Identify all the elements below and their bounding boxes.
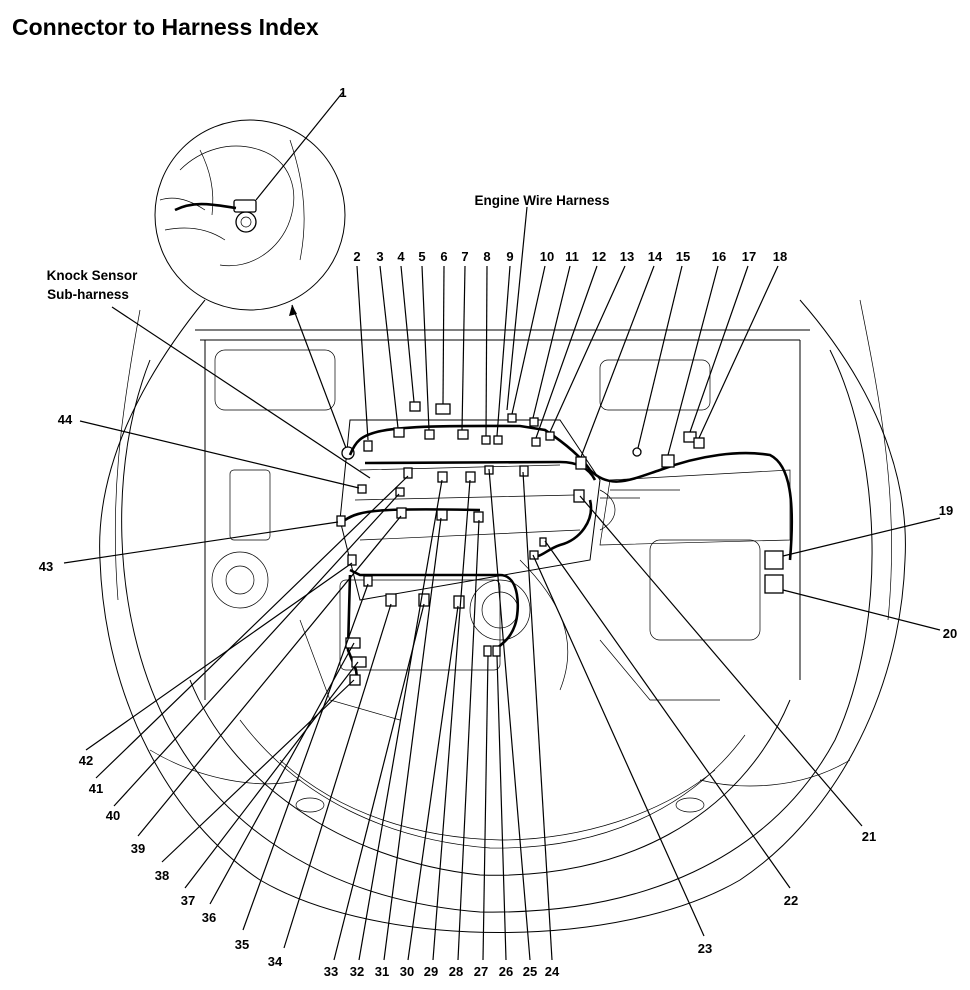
callout-4: 4 (397, 249, 405, 264)
callout-36: 36 (202, 910, 216, 925)
callout-37: 37 (181, 893, 195, 908)
callout-20: 20 (943, 626, 957, 641)
callout-1: 1 (339, 85, 346, 100)
callout-41: 41 (89, 781, 103, 796)
callout-10: 10 (540, 249, 554, 264)
zoom-leader (291, 304, 347, 449)
callout-35: 35 (235, 937, 249, 952)
knock-sensor-label-line2: Sub-harness (47, 287, 129, 302)
callout-27: 27 (474, 964, 488, 979)
detail-inset (154, 119, 346, 311)
callout-19: 19 (939, 503, 953, 518)
callout-16: 16 (712, 249, 726, 264)
engine-wire-harness-label: Engine Wire Harness (475, 193, 610, 208)
callout-9: 9 (506, 249, 513, 264)
callout-14: 14 (648, 249, 663, 264)
callout-24: 24 (545, 964, 560, 979)
callout-44: 44 (58, 412, 73, 427)
callout-11: 11 (565, 249, 579, 264)
callout-3: 3 (376, 249, 383, 264)
knock-sensor-label-line1: Knock Sensor (47, 268, 139, 283)
callout-23: 23 (698, 941, 712, 956)
callout-40: 40 (106, 808, 120, 823)
callout-7: 7 (461, 249, 468, 264)
callout-42: 42 (79, 753, 93, 768)
callout-26: 26 (499, 964, 513, 979)
callout-34: 34 (268, 954, 283, 969)
callout-39: 39 (131, 841, 145, 856)
callout-31: 31 (375, 964, 389, 979)
callout-28: 28 (449, 964, 463, 979)
callout-8: 8 (483, 249, 490, 264)
callout-43: 43 (39, 559, 53, 574)
callout-21: 21 (862, 829, 876, 844)
callout-13: 13 (620, 249, 634, 264)
callout-38: 38 (155, 868, 169, 883)
leader-line-1 (255, 91, 344, 201)
engine-wire-harness-routing (344, 424, 794, 686)
callout-18: 18 (773, 249, 787, 264)
callout-2: 2 (353, 249, 360, 264)
callout-30: 30 (400, 964, 414, 979)
callout-leader-lines (63, 206, 941, 961)
callout-6: 6 (440, 249, 447, 264)
callout-25: 25 (523, 964, 537, 979)
callout-29: 29 (424, 964, 438, 979)
page-title: Connector to Harness Index (12, 14, 319, 40)
callout-17: 17 (742, 249, 756, 264)
callout-22: 22 (784, 893, 798, 908)
connectors (336, 401, 784, 686)
callout-5: 5 (418, 249, 425, 264)
callout-33: 33 (324, 964, 338, 979)
callout-labels: 1 2 3 4 5 6 7 8 9 10 11 12 13 14 15 16 1… (39, 85, 957, 979)
callout-15: 15 (676, 249, 690, 264)
callout-12: 12 (592, 249, 606, 264)
callout-32: 32 (350, 964, 364, 979)
